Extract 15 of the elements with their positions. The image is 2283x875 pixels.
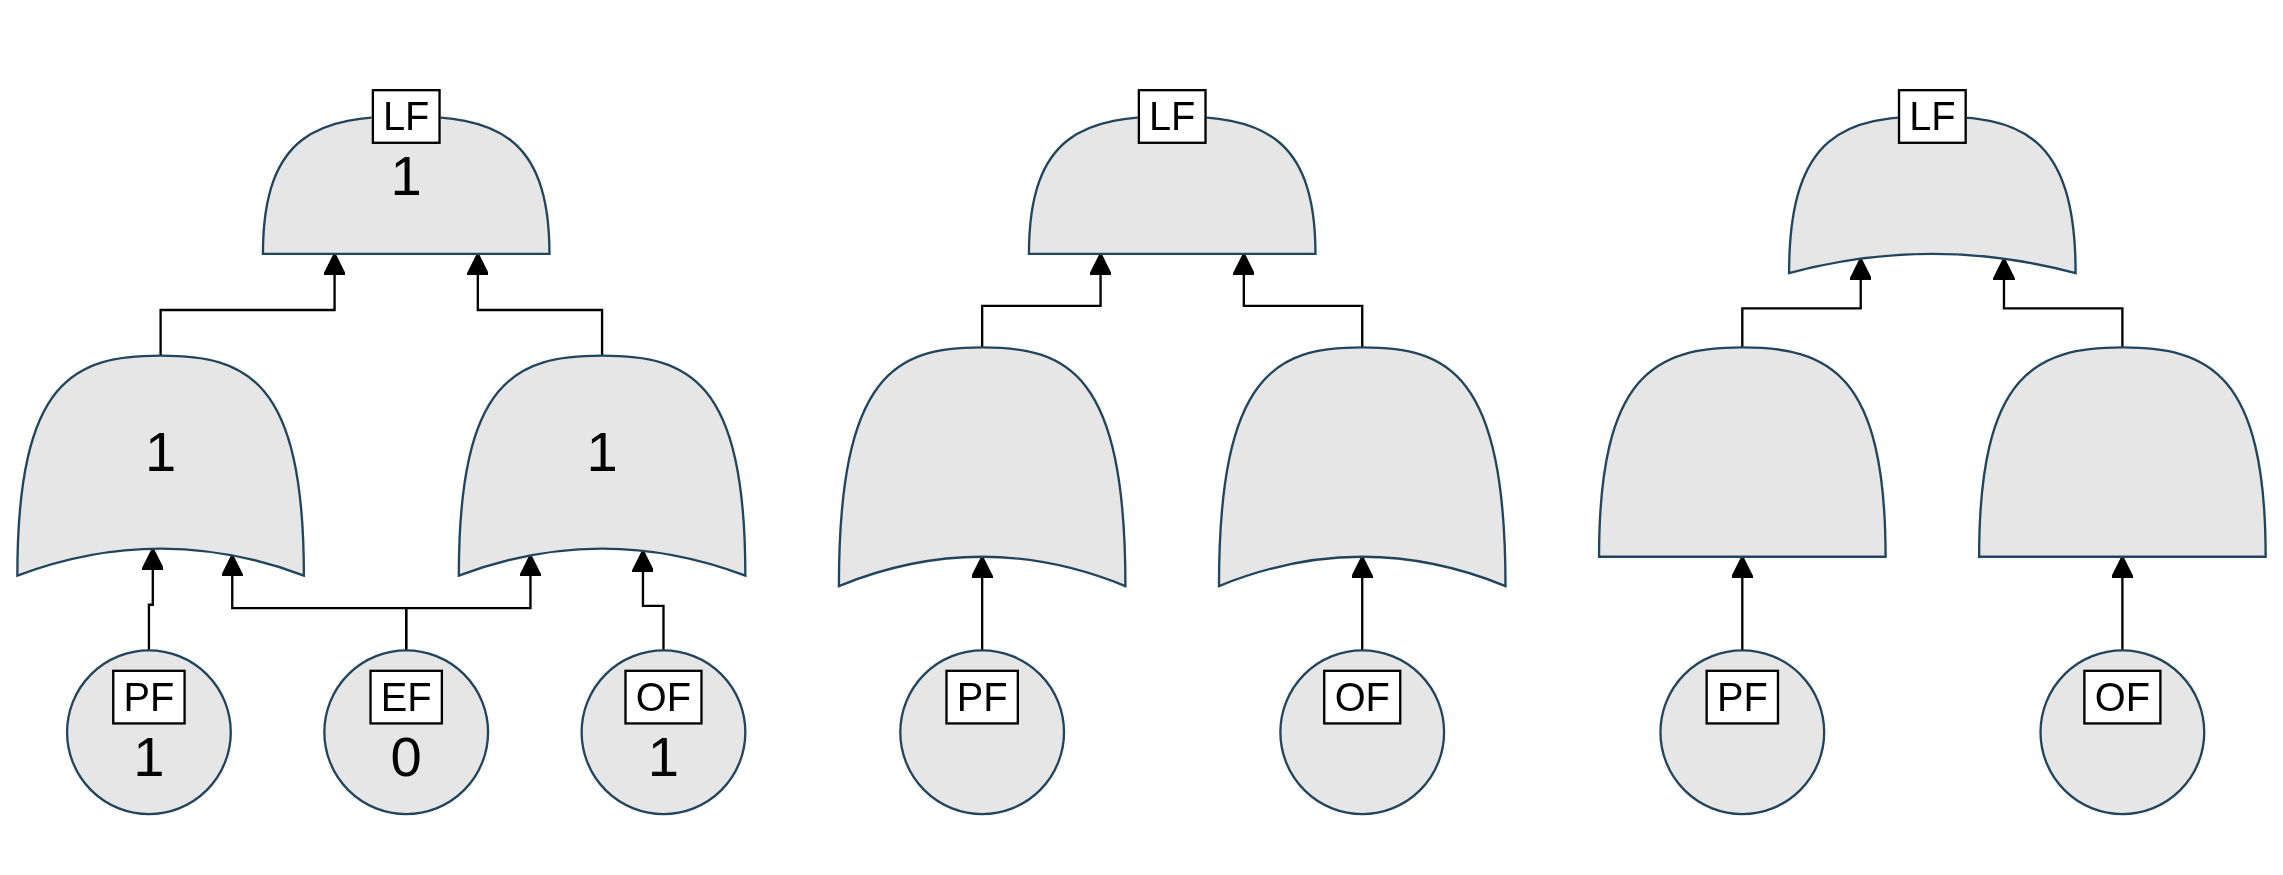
node-gate xyxy=(1977,346,2267,558)
node-circle: PF xyxy=(899,649,1066,816)
arrow xyxy=(1992,257,2124,348)
node-circle: OF xyxy=(2039,649,2206,816)
node-ellipse: 1 xyxy=(457,354,747,577)
node-circle: PF 1 xyxy=(65,649,232,816)
node-ellipse: 1 xyxy=(16,354,306,577)
arrow xyxy=(405,554,543,651)
node-circle: PF xyxy=(1659,649,1826,816)
node-circle: EF 0 xyxy=(323,649,490,816)
node-gate xyxy=(1597,346,1887,558)
node-gate xyxy=(1217,346,1507,588)
node-circle: OF 1 xyxy=(580,649,747,816)
node-gate xyxy=(837,346,1127,588)
node-circle: OF xyxy=(1279,649,1446,816)
